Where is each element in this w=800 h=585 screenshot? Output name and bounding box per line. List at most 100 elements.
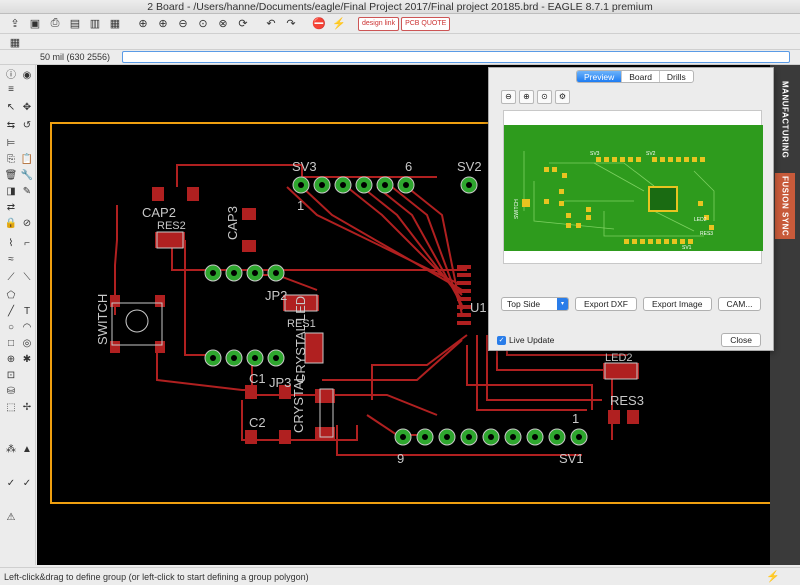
label-u1: U1 (470, 300, 487, 315)
ulp-icon[interactable]: ▦ (109, 18, 121, 30)
zoom-in-icon[interactable]: ⊕ (158, 18, 168, 30)
label-c2: C2 (249, 415, 266, 430)
info-icon[interactable]: ⓘ (6, 70, 16, 81)
save-icon[interactable]: ▣ (29, 18, 41, 30)
zoom-in-icon[interactable]: ⊕ (519, 90, 534, 104)
via-icon[interactable]: ◎ (22, 338, 32, 349)
autorouter-icon[interactable]: ✢ (22, 402, 32, 413)
stop-icon[interactable]: ⛔ (312, 18, 326, 30)
preview-label-sv1: SV1 (682, 245, 692, 251)
label-c1: C1 (249, 371, 266, 386)
zoom-area-icon[interactable]: ⊗ (218, 18, 228, 30)
swap-icon[interactable]: ⇄ (6, 202, 16, 213)
status-text: Left-click&drag to define group (or left… (4, 572, 309, 582)
cam-button[interactable]: CAM... (717, 297, 762, 311)
gear-icon[interactable]: ⚙ (555, 90, 570, 104)
preview-label-sv3: SV3 (590, 151, 600, 157)
meander-icon[interactable]: ≈ (8, 254, 14, 265)
label-led2: LED2 (605, 352, 633, 364)
circle-icon[interactable]: ○ (7, 322, 15, 333)
side-select[interactable]: Top Side▾ (501, 297, 569, 311)
copy-icon[interactable]: ⎘ (7, 154, 15, 165)
label-sv3: SV3 (292, 159, 317, 174)
label-sv1: SV1 (559, 451, 584, 466)
label-sv1-1: 1 (572, 411, 579, 426)
undo-icon[interactable]: ↶ (266, 18, 276, 30)
cam-icon[interactable]: ▤ (69, 18, 81, 30)
align-icon[interactable]: ⊨ (6, 138, 16, 149)
board-outline (50, 122, 770, 504)
smash-icon[interactable]: ⊘ (22, 218, 32, 229)
through-hole-headers (204, 176, 588, 446)
sch-icon[interactable]: ▥ (89, 18, 101, 30)
zoom-fit-icon[interactable]: ⊙ (537, 90, 552, 104)
mirror-icon[interactable]: ⇆ (6, 120, 16, 131)
preview-label-switch: SWITCH (514, 199, 520, 219)
zoom-out-icon[interactable]: ⊖ (178, 18, 188, 30)
select-icon[interactable]: ↖ (6, 102, 16, 113)
design-link-button[interactable]: design link (358, 16, 400, 31)
wrench-icon[interactable]: 🔧 (20, 170, 34, 181)
export-image-button[interactable]: Export Image (642, 297, 712, 311)
eye-icon[interactable]: ◉ (22, 70, 32, 81)
hole-icon[interactable]: ⊕ (6, 354, 16, 365)
fusion-sync-tab[interactable]: FUSION SYNC (775, 173, 795, 239)
arc-icon[interactable]: ◠ (22, 322, 32, 333)
tab-preview[interactable]: Preview (577, 71, 623, 82)
tab-drills[interactable]: Drills (666, 72, 686, 82)
ratsnest-icon[interactable]: ⬚ (6, 402, 16, 413)
zoom-out-icon[interactable]: ⊖ (501, 90, 516, 104)
line-icon[interactable]: ╱ (7, 306, 15, 317)
paste-icon[interactable]: 📋 (20, 154, 34, 165)
split-icon[interactable]: ⌇ (8, 238, 14, 249)
delete-icon[interactable]: 🗑 (4, 170, 18, 181)
drc-icon[interactable]: ▲ (22, 444, 32, 455)
zoom-select-icon[interactable]: ⊙ (198, 18, 208, 30)
move-icon[interactable]: ✥ (22, 102, 32, 113)
drc-check-icon[interactable]: ✓ (22, 478, 32, 489)
redraw-icon[interactable]: ⟳ (238, 18, 248, 30)
ercheck-icon[interactable]: ⁂ (6, 444, 16, 455)
right-panel: MANUFACTURING FUSION SYNC (770, 65, 800, 565)
rect-icon[interactable]: □ (7, 338, 15, 349)
redo-icon[interactable]: ↷ (286, 18, 296, 30)
label-sv3-6: 6 (405, 159, 412, 174)
text-icon[interactable]: T (23, 306, 31, 317)
markers-icon[interactable]: ⚠ (6, 512, 16, 523)
main-toolbar: ⇪ ▣ ⎙ ▤ ▥ ▦ ⊕ ⊕ ⊖ ⊙ ⊗ ⟳ ↶ ↷ ⛔ ⚡ design l… (0, 14, 800, 34)
go-icon[interactable]: ⚡ (332, 18, 346, 30)
left-toolbar: ⓘ ◉ ≡ ↖ ✥ ↺ ⇆ ⊨ ⎘ 📋 🗑 🔧 ◨ ✎ ⇄ 🔒 ⊘ ⌇ ⌐ ≈ … (0, 65, 36, 565)
change-icon[interactable]: ✎ (22, 186, 32, 197)
preview-traces (523, 151, 715, 237)
zoom-fit-icon[interactable]: ⊕ (138, 18, 148, 30)
route-icon[interactable]: ⟋ (7, 272, 15, 283)
label-cap2: CAP2 (142, 205, 176, 220)
label-sv3-1: 1 (297, 198, 304, 213)
command-line-input[interactable] (122, 51, 790, 63)
ripup-icon[interactable]: ⟍ (23, 272, 31, 283)
rotate-icon[interactable]: ↺ (22, 120, 32, 131)
lock-icon[interactable]: 🔒 (4, 218, 18, 229)
preview-labels: SV3 SV2 SWITCH RES3 SV1 LED2 (514, 151, 713, 251)
u1-pads (457, 265, 471, 325)
open-icon[interactable]: ⇪ (10, 18, 20, 30)
print-icon[interactable]: ⎙ (50, 17, 60, 29)
preview-label-res3: RES3 (700, 231, 713, 237)
board-drawing: SV3 6 1 SV2 CAP2 RES2 CAP3 SWITCH JP2 RE… (50, 122, 770, 504)
attribute-icon[interactable]: ✱ (22, 354, 32, 365)
layers-icon[interactable]: ≡ (8, 84, 14, 95)
group-icon[interactable]: ◨ (6, 186, 16, 197)
pcb-quote-button[interactable]: PCB QUOTE (401, 16, 451, 31)
preview-label-sv2: SV2 (646, 151, 656, 157)
close-button[interactable]: Close (721, 333, 761, 347)
live-update-checkbox[interactable]: ✓ (497, 335, 506, 345)
manufacturing-tab[interactable]: MANUFACTURING (780, 81, 790, 159)
grid-icon[interactable]: ▦ (9, 36, 21, 49)
dimension-icon[interactable]: ⊡ (6, 370, 16, 381)
export-dxf-button[interactable]: Export DXF (575, 297, 637, 311)
erc-icon[interactable]: ✓ (6, 478, 16, 489)
polygon-icon[interactable]: ⬠ (6, 290, 16, 301)
optimize-icon[interactable]: ⌐ (24, 238, 30, 249)
stack-icon[interactable]: ⛁ (6, 386, 16, 397)
tab-board[interactable]: Board (622, 71, 660, 82)
